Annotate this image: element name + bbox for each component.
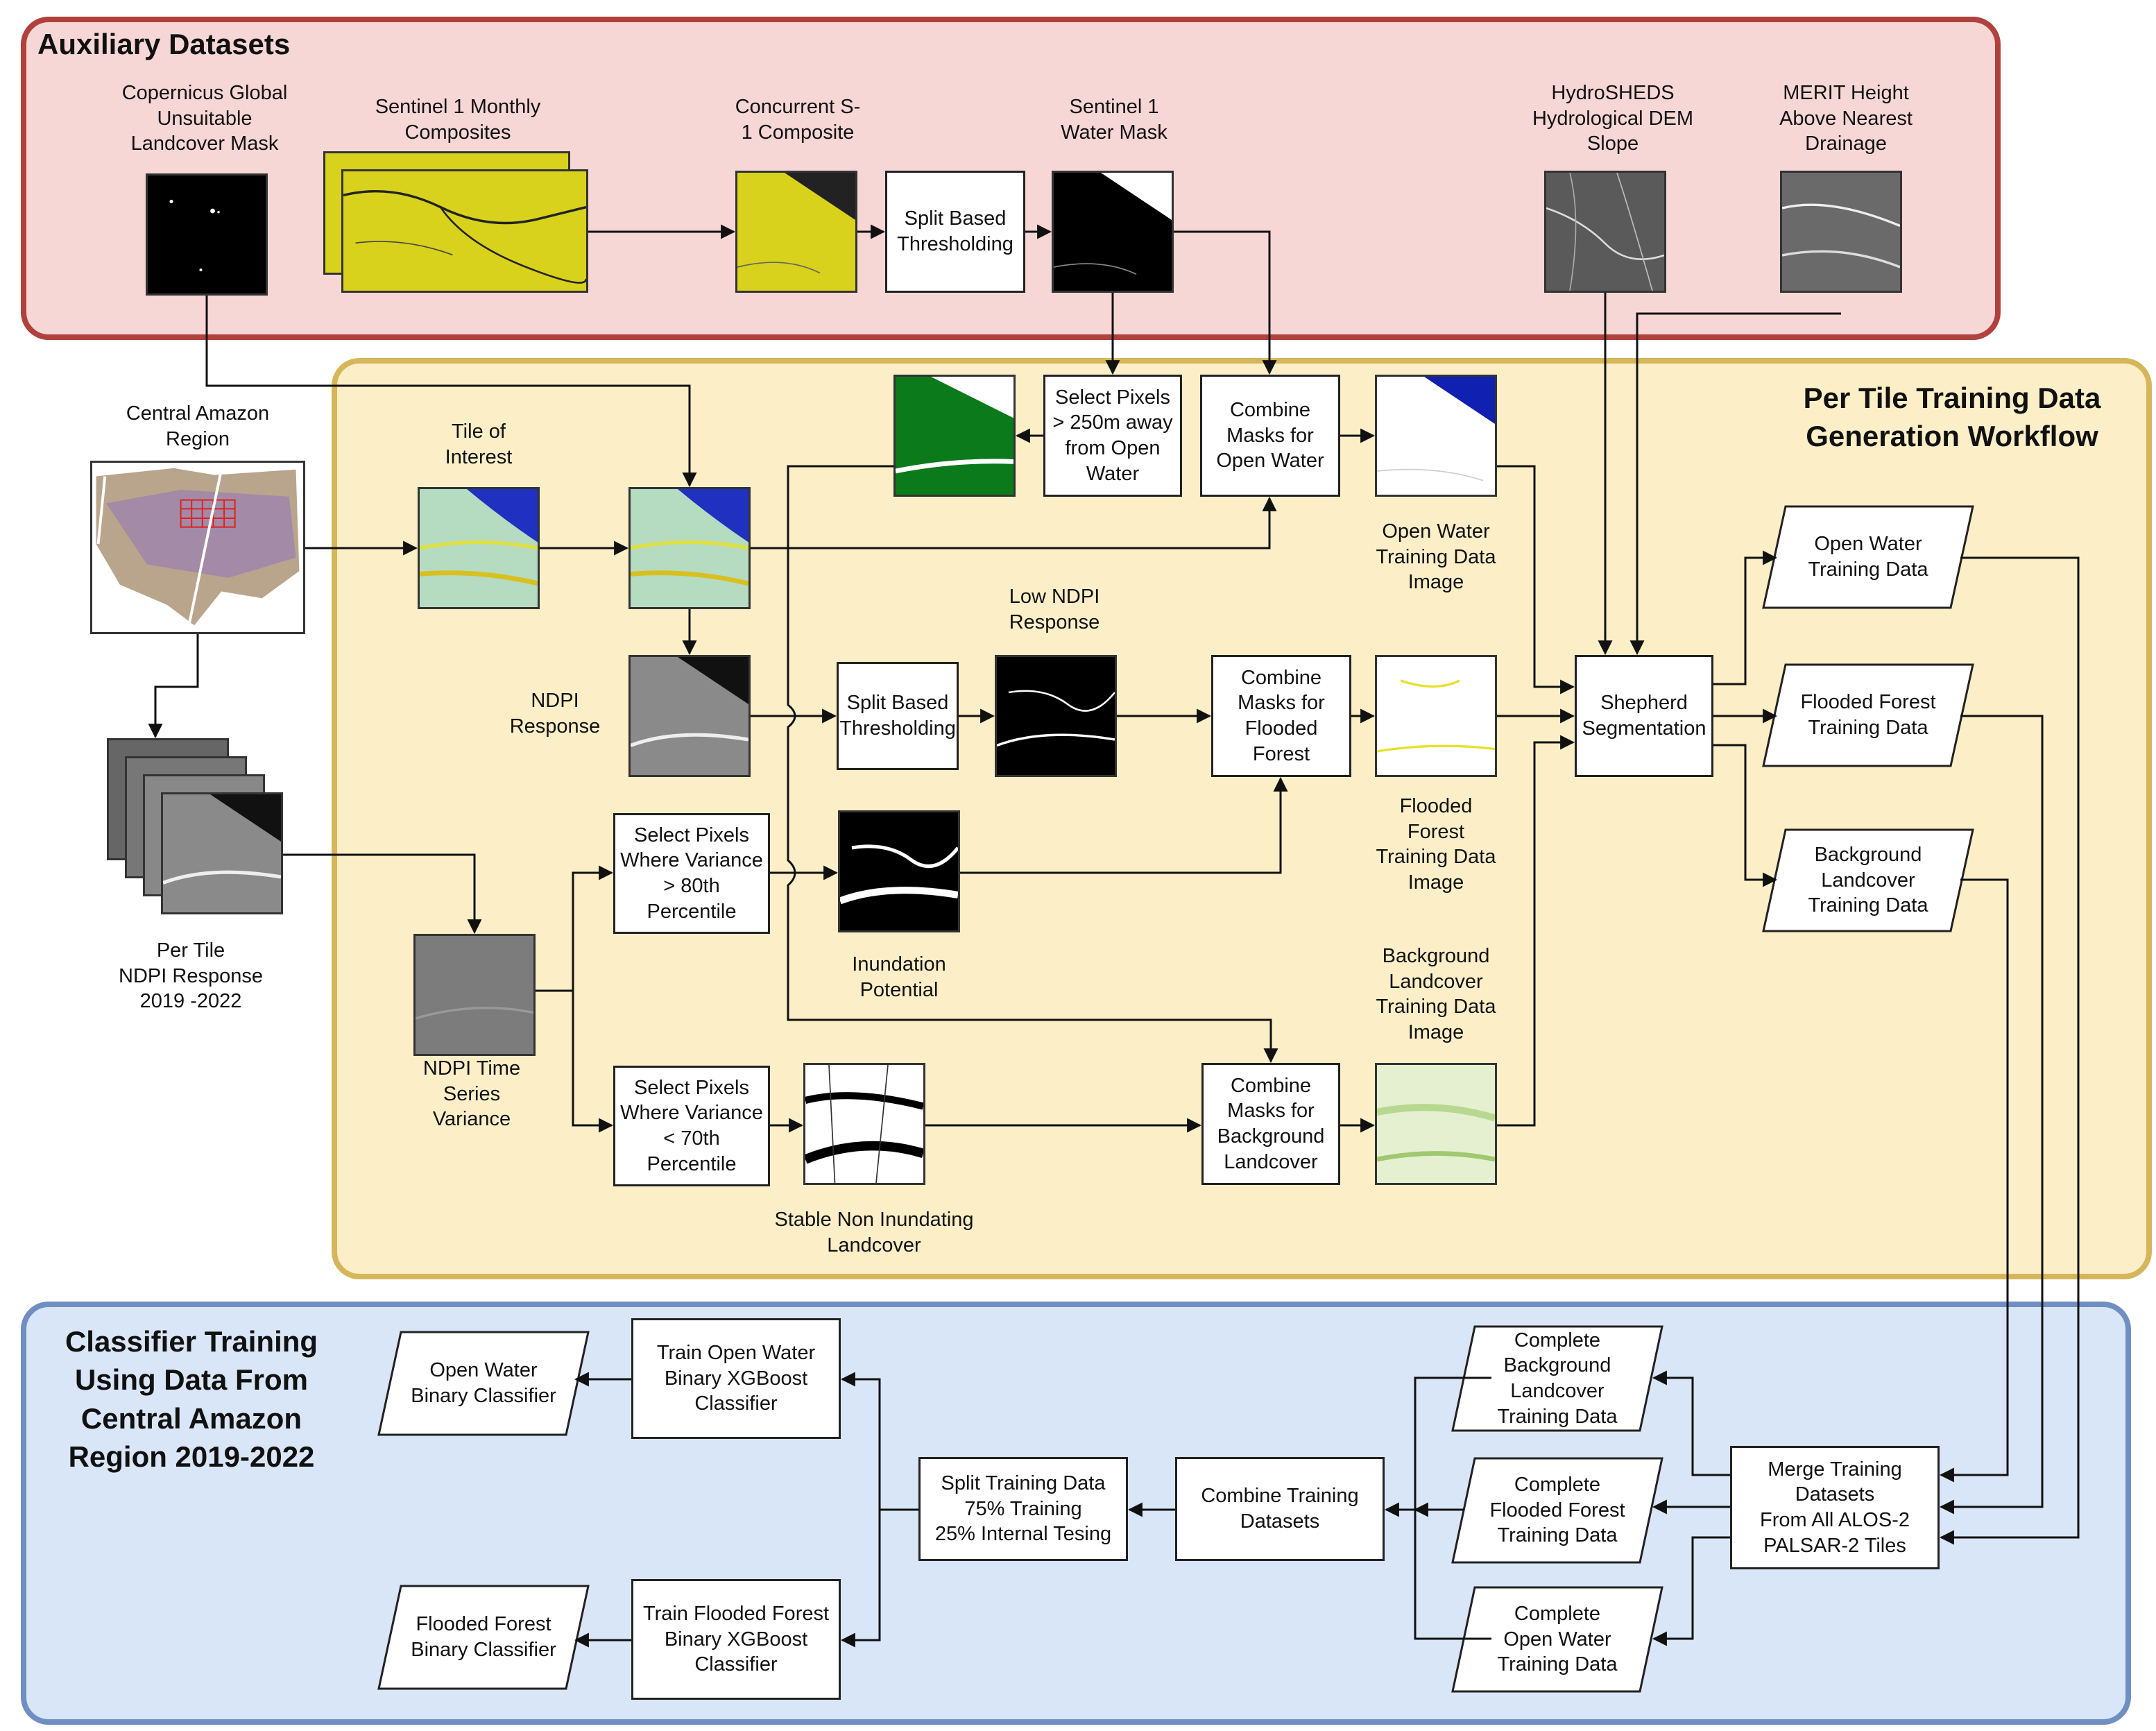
- ndpi-variance-label: NDPI Time Series Variance: [422, 1057, 521, 1131]
- central-amazon-map-image: [90, 461, 305, 634]
- complete-background-training-data-text: Complete Background Landcover Training D…: [1497, 1329, 1618, 1428]
- ndpi-stack-image-4: [161, 792, 283, 914]
- flooded-forest-binary-classifier[interactable]: Flooded Forest Binary Classifier: [377, 1585, 590, 1690]
- open-water-training-data[interactable]: Open Water Training Data: [1762, 505, 1974, 609]
- combine-open-water-box[interactable]: Combine Masks for Open Water: [1200, 375, 1340, 497]
- background-training-image: [1375, 1063, 1497, 1185]
- flooded-forest-training-data[interactable]: Flooded Forest Training Data: [1762, 663, 1974, 767]
- classifier-training-title: Classifier Training Using Data From Cent…: [65, 1325, 318, 1474]
- per-tile-ndpi-label: Per Tile NDPI Response 2019 -2022: [119, 939, 263, 1013]
- concurrent-label: Concurrent S- 1 Composite: [735, 96, 861, 144]
- far-from-water-mask-image: [893, 375, 1016, 497]
- flooded-forest-binary-classifier-text: Flooded Forest Binary Classifier: [411, 1613, 556, 1661]
- tile-of-interest-image: [418, 487, 540, 609]
- per-tile-workflow-title: Per Tile Training Data Generation Workfl…: [1803, 382, 2101, 453]
- stable-landcover-image: [803, 1063, 925, 1185]
- complete-open-water-training-data[interactable]: Complete Open Water Training Data: [1451, 1586, 1663, 1693]
- s1-monthly-composites-image: [341, 169, 588, 293]
- complete-flooded-forest-training-data-text: Complete Flooded Forest Training Data: [1489, 1474, 1625, 1547]
- combine-training-datasets-box[interactable]: Combine Training Datasets: [1175, 1457, 1385, 1561]
- background-training-data-text: Background Landcover Training Data: [1808, 844, 1928, 917]
- copernicus-mask-image: [146, 173, 268, 296]
- complete-flooded-forest-training-data[interactable]: Complete Flooded Forest Training Data: [1451, 1457, 1663, 1564]
- s1-monthly-label: Sentinel 1 Monthly Composites: [375, 96, 541, 144]
- open-water-image-label: Open Water Training Data Image: [1376, 520, 1496, 594]
- central-amazon-label: Central Amazon Region: [126, 402, 270, 450]
- arrow-amazon-to-ndpi-stack: [148, 634, 199, 739]
- shepherd-segmentation-box[interactable]: Shepherd Segmentation: [1575, 655, 1713, 777]
- complete-background-training-data[interactable]: Complete Background Landcover Training D…: [1451, 1325, 1663, 1432]
- split-thresholding-box-2[interactable]: Split Based Thresholding: [837, 662, 959, 770]
- ndpi-response-label: NDPI Response: [509, 690, 601, 737]
- merit-hand-image: [1780, 171, 1902, 293]
- hydrosheds-image: [1544, 171, 1666, 293]
- tile-of-interest-label: Tile of Interest: [445, 420, 513, 468]
- open-water-binary-classifier[interactable]: Open Water Binary Classifier: [377, 1331, 590, 1436]
- background-image-label: Background Landcover Training Data Image: [1376, 945, 1496, 1043]
- select-70th-box[interactable]: Select Pixels Where Variance < 70th Perc…: [613, 1066, 770, 1186]
- ndpi-response-image: [628, 655, 751, 777]
- train-flooded-forest-box[interactable]: Train Flooded Forest Binary XGBoost Clas…: [631, 1579, 841, 1700]
- select-80th-box[interactable]: Select Pixels Where Variance > 80th Perc…: [613, 813, 770, 934]
- hydrosheds-label: HydroSHEDS Hydrological DEM Slope: [1532, 82, 1694, 155]
- merit-label: MERIT Height Above Nearest Drainage: [1779, 82, 1913, 155]
- open-water-training-data-text: Open Water Training Data: [1808, 533, 1928, 581]
- concurrent-composite-image: [735, 171, 857, 293]
- low-ndpi-label: Low NDPI Response: [1009, 586, 1100, 633]
- combine-flooded-forest-box[interactable]: Combine Masks for Flooded Forest: [1211, 655, 1351, 777]
- train-open-water-box[interactable]: Train Open Water Binary XGBoost Classifi…: [631, 1318, 841, 1439]
- flooded-forest-training-data-text: Flooded Forest Training Data: [1800, 691, 1936, 739]
- split-thresholding-box-1[interactable]: Split Based Thresholding: [885, 171, 1025, 293]
- copernicus-label: Copernicus Global Unsuitable Landcover M…: [121, 82, 288, 155]
- background-training-data[interactable]: Background Landcover Training Data: [1762, 828, 1974, 932]
- water-mask-label: Sentinel 1 Water Mask: [1061, 96, 1167, 144]
- open-water-training-image: [1375, 375, 1497, 497]
- inundation-potential-image: [838, 810, 960, 932]
- complete-open-water-training-data-text: Complete Open Water Training Data: [1497, 1603, 1618, 1676]
- split-training-data-box[interactable]: Split Training Data 75% Training 25% Int…: [918, 1457, 1128, 1561]
- auxiliary-datasets-title: Auxiliary Datasets: [37, 28, 291, 60]
- low-ndpi-image: [995, 655, 1117, 777]
- merge-training-datasets-box[interactable]: Merge Training Datasets From All ALOS-2 …: [1730, 1446, 1940, 1569]
- open-water-binary-classifier-text: Open Water Binary Classifier: [411, 1359, 556, 1407]
- flooded-forest-image-label: Flooded Forest Training Data Image: [1376, 795, 1496, 894]
- inundation-label: Inundation Potential: [852, 953, 946, 1001]
- tile-image-processed: [628, 487, 751, 609]
- flooded-forest-training-image: [1375, 655, 1497, 777]
- stable-label: Stable Non Inundating Landcover: [774, 1209, 974, 1256]
- ndpi-variance-image: [413, 934, 536, 1056]
- combine-background-box[interactable]: Combine Masks for Background Landcover: [1201, 1063, 1340, 1185]
- select-250m-box[interactable]: Select Pixels > 250m away from Open Wate…: [1043, 375, 1182, 497]
- water-mask-image: [1052, 171, 1174, 293]
